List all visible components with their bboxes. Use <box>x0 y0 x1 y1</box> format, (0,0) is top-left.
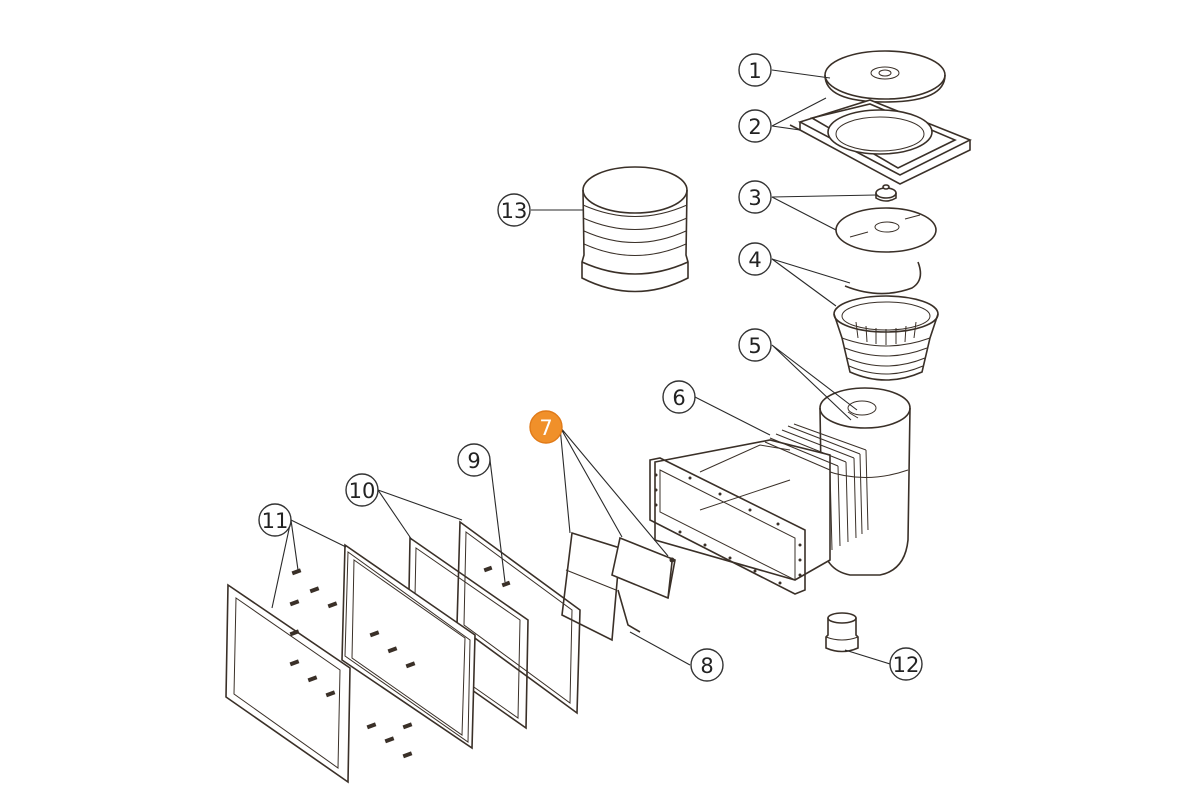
callout-7-highlighted[interactable]: 7 <box>529 410 563 444</box>
screws <box>289 568 416 759</box>
callout-label: 13 <box>501 199 528 223</box>
part-basket <box>833 261 939 381</box>
callout-label: 1 <box>748 59 761 83</box>
callout-label: 9 <box>467 449 480 473</box>
leader-lines <box>271 69 891 666</box>
callout-label: 6 <box>672 386 685 410</box>
part-extension <box>581 166 689 293</box>
callout-4[interactable]: 4 <box>738 242 772 276</box>
callout-2[interactable]: 2 <box>738 109 772 143</box>
callout-5[interactable]: 5 <box>738 328 772 362</box>
part-lid <box>824 50 946 103</box>
callout-label: 4 <box>748 248 761 272</box>
callout-label: 8 <box>700 654 713 678</box>
callout-13[interactable]: 13 <box>497 193 531 227</box>
part-faceplate <box>341 543 476 750</box>
part-plug <box>825 612 859 653</box>
callout-label: 12 <box>893 653 920 677</box>
callout-11[interactable]: 11 <box>258 503 292 537</box>
callout-label: 5 <box>748 334 761 358</box>
callout-label: 11 <box>262 509 289 533</box>
part-cover-plate <box>225 583 351 784</box>
skimmer-ribs <box>764 423 869 551</box>
callout-1[interactable]: 1 <box>738 53 772 87</box>
callout-label: 2 <box>748 115 761 139</box>
part-gasket-9 <box>456 520 581 715</box>
callout-9[interactable]: 9 <box>457 443 491 477</box>
callout-label: 3 <box>748 186 761 210</box>
callout-label: 7 <box>539 416 552 440</box>
callout-6[interactable]: 6 <box>662 380 696 414</box>
callout-8[interactable]: 8 <box>690 648 724 682</box>
flange-holes <box>654 473 802 585</box>
part-deck-collar <box>789 99 972 185</box>
basket-mesh <box>855 321 917 345</box>
callout-12[interactable]: 12 <box>889 647 923 681</box>
part-adjustment-collar <box>835 184 937 253</box>
callout-label: 10 <box>349 479 376 503</box>
callout-3[interactable]: 3 <box>738 180 772 214</box>
part-weir <box>561 531 676 642</box>
part-skimmer-body <box>649 387 911 595</box>
callout-10[interactable]: 10 <box>345 473 379 507</box>
